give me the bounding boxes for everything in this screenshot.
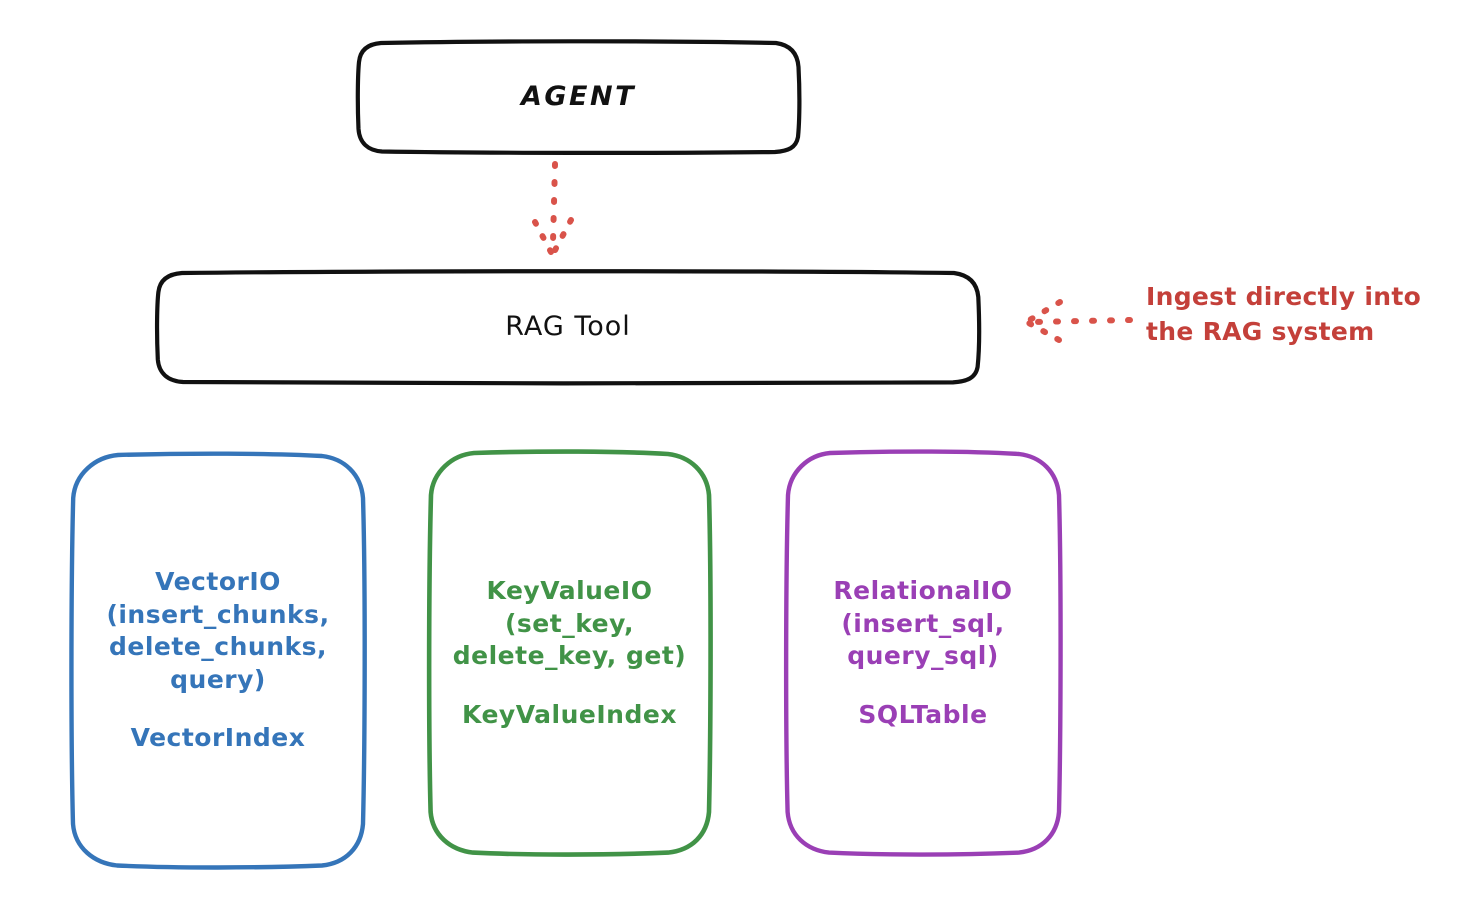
node-agent-label: AGENT bbox=[520, 80, 636, 112]
annotation-ingest-label: Ingest directly into the RAG system bbox=[1146, 282, 1422, 346]
node-agent[interactable]: AGENT bbox=[355, 39, 802, 156]
node-key-value-io[interactable]: KeyValueIO (set_key, delete_key, get) Key… bbox=[426, 449, 713, 857]
vector-io-api-text: VectorIO (insert_chunks, delete_chunks, … bbox=[106, 567, 330, 694]
key-value-io-index-text: KeyValueIndex bbox=[462, 699, 677, 729]
node-key-value-io-label: KeyValueIO (set_key, delete_key, get) Key… bbox=[453, 575, 686, 731]
relational-io-index-text: SQLTable bbox=[858, 699, 988, 729]
relational-io-api-text: RelationalIO (insert_sql, query_sql) bbox=[833, 576, 1013, 670]
arrow-agent-to-ragtool bbox=[532, 161, 574, 257]
spacer bbox=[833, 673, 1012, 699]
vector-io-index-text: VectorIndex bbox=[130, 723, 306, 753]
spacer bbox=[453, 673, 686, 699]
node-relational-io[interactable]: RelationalIO (insert_sql, query_sql) SQLT… bbox=[783, 449, 1063, 857]
arrow-ingest-to-ragtool bbox=[1024, 299, 1133, 343]
node-vector-io[interactable]: VectorIO (insert_chunks, delete_chunks, … bbox=[69, 451, 367, 870]
node-rag-tool[interactable]: RAG Tool bbox=[154, 269, 982, 386]
spacer bbox=[106, 696, 329, 722]
node-rag-tool-label: RAG Tool bbox=[505, 310, 631, 342]
node-vector-io-label: VectorIO (insert_chunks, delete_chunks, … bbox=[106, 566, 329, 755]
key-value-io-api-text: KeyValueIO (set_key, delete_key, get) bbox=[452, 576, 687, 670]
node-relational-io-label: RelationalIO (insert_sql, query_sql) SQLT… bbox=[833, 575, 1012, 731]
